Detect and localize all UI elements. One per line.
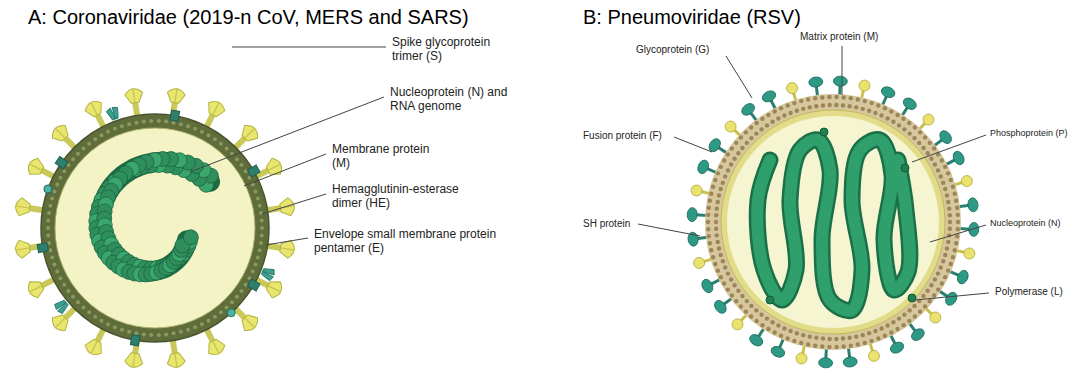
part-label: Phosphoprotein (P) (990, 128, 1085, 138)
leader-line (930, 225, 986, 242)
leader-line (726, 56, 752, 98)
rsv-illustration (687, 76, 979, 368)
leader-lines (190, 46, 989, 300)
part-label: Matrix protein (M) (800, 31, 900, 43)
spike-glycoproteins (14, 87, 295, 368)
part-label: Membrane protein (M) (332, 143, 447, 171)
leader-line (842, 46, 843, 95)
leader-line (674, 137, 712, 152)
part-label: Nucleoprotein (N) and RNA genome (390, 86, 515, 114)
leader-line (638, 224, 700, 236)
leader-line (190, 97, 384, 172)
nucleocapsid (89, 152, 218, 282)
part-label: Glycoprotein (G) (636, 44, 736, 56)
leader-line (232, 47, 386, 48)
coronavirus-illustration (14, 87, 295, 368)
leader-line (266, 238, 308, 245)
leader-line (244, 154, 326, 186)
part-label: Hemagglutinin-esterase dimer (HE) (332, 183, 472, 211)
part-label: Polymerase (L) (995, 286, 1085, 298)
panel-title: A: Coronaviridae (2019-n CoV, MERS and S… (28, 6, 469, 29)
part-label: Nucleoprotein (N) (990, 218, 1085, 228)
leader-line (912, 135, 986, 162)
leader-line (262, 194, 326, 214)
panel-title: B: Pneumoviridae (RSV) (583, 6, 801, 29)
part-label: Fusion protein (F) (583, 130, 683, 142)
part-label: Envelope small membrane protein pentamer… (314, 228, 519, 256)
part-label: SH protein (583, 218, 663, 230)
leader-line (915, 293, 989, 300)
part-label: Spike glycoprotein trimer (S) (392, 36, 517, 64)
